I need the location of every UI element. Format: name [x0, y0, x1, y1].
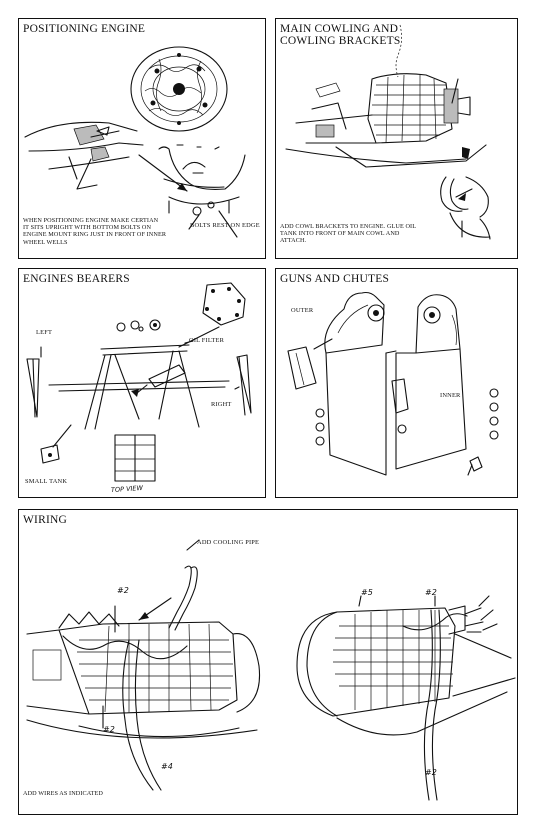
small-tank-label: SMALL TANK: [25, 478, 68, 485]
right-label: RIGHT: [211, 401, 232, 408]
bolts-label: BOLTS REST ON EDGE: [190, 222, 260, 229]
wire-tag-left-bottom: #2: [103, 725, 115, 734]
wiring-note: ADD WIRES AS INDICATED: [23, 790, 103, 797]
cowling-illustration: [285, 24, 491, 240]
left-label: LEFT: [36, 329, 53, 336]
oil-filter-label: OIL FILTER: [189, 337, 225, 344]
panel-title: POSITIONING ENGINE: [23, 23, 146, 35]
wire-tag-left-top: #2: [117, 586, 129, 595]
panel-title: ENGINES BEARERS: [23, 273, 130, 285]
engine-with-cowl-drawing: [285, 24, 487, 168]
mount-plate-drawing: [178, 282, 246, 348]
panel-guns-chutes: GUNS AND CHUTES OUTER: [275, 268, 518, 498]
guns-chutes-illustration: [287, 291, 499, 476]
gun-chute-right-drawing: [395, 294, 467, 470]
outer-label: OUTER: [291, 307, 314, 314]
fuselage-mount-drawing: [24, 121, 144, 190]
wire-tag-right-bottom: #2: [425, 768, 437, 777]
panel-title: GUNS AND CHUTES: [280, 273, 390, 285]
panel-wiring: WIRING: [18, 509, 518, 815]
positioning-note: WHEN POSITIONING ENGINE MAKE CERTIAN IT …: [23, 217, 167, 246]
cooling-pipe-drawing: [168, 539, 200, 631]
right-engine-wiring-drawing: [296, 595, 516, 801]
panel-title: MAIN COWLING AND COWLING BRACKETS: [280, 23, 401, 47]
radial-engine-drawing: [130, 46, 228, 132]
gun-chute-left-drawing: [324, 291, 397, 476]
panel-title: WIRING: [23, 514, 67, 526]
cooling-pipe-label: ADD COOLING PIPE: [197, 539, 260, 546]
cowling-note: ADD COWL BRACKETS TO ENGINE. GLUE OIL TA…: [280, 223, 417, 245]
engine-bearers-illustration: [26, 282, 252, 482]
positioning-engine-illustration: [24, 46, 246, 238]
panel-positioning-engine: POSITIONING ENGINE: [18, 18, 266, 259]
wire-tag-right-five: #5: [361, 588, 373, 597]
cowl-bracket-detail: [440, 176, 491, 240]
panel-engine-bearers: ENGINES BEARERS: [18, 268, 266, 498]
wire-tag-right-top: #2: [425, 588, 437, 597]
panel-main-cowling: MAIN COWLING AND COWLING BRACKETS: [275, 18, 518, 259]
bearer-frame-drawing: [48, 344, 230, 482]
inner-label: INNER: [440, 392, 461, 399]
wire-tag-left-four: #4: [161, 762, 173, 771]
mount-ring-detail: [158, 144, 246, 238]
left-engine-wiring-drawing: [26, 605, 261, 791]
wiring-illustration: [26, 539, 516, 801]
